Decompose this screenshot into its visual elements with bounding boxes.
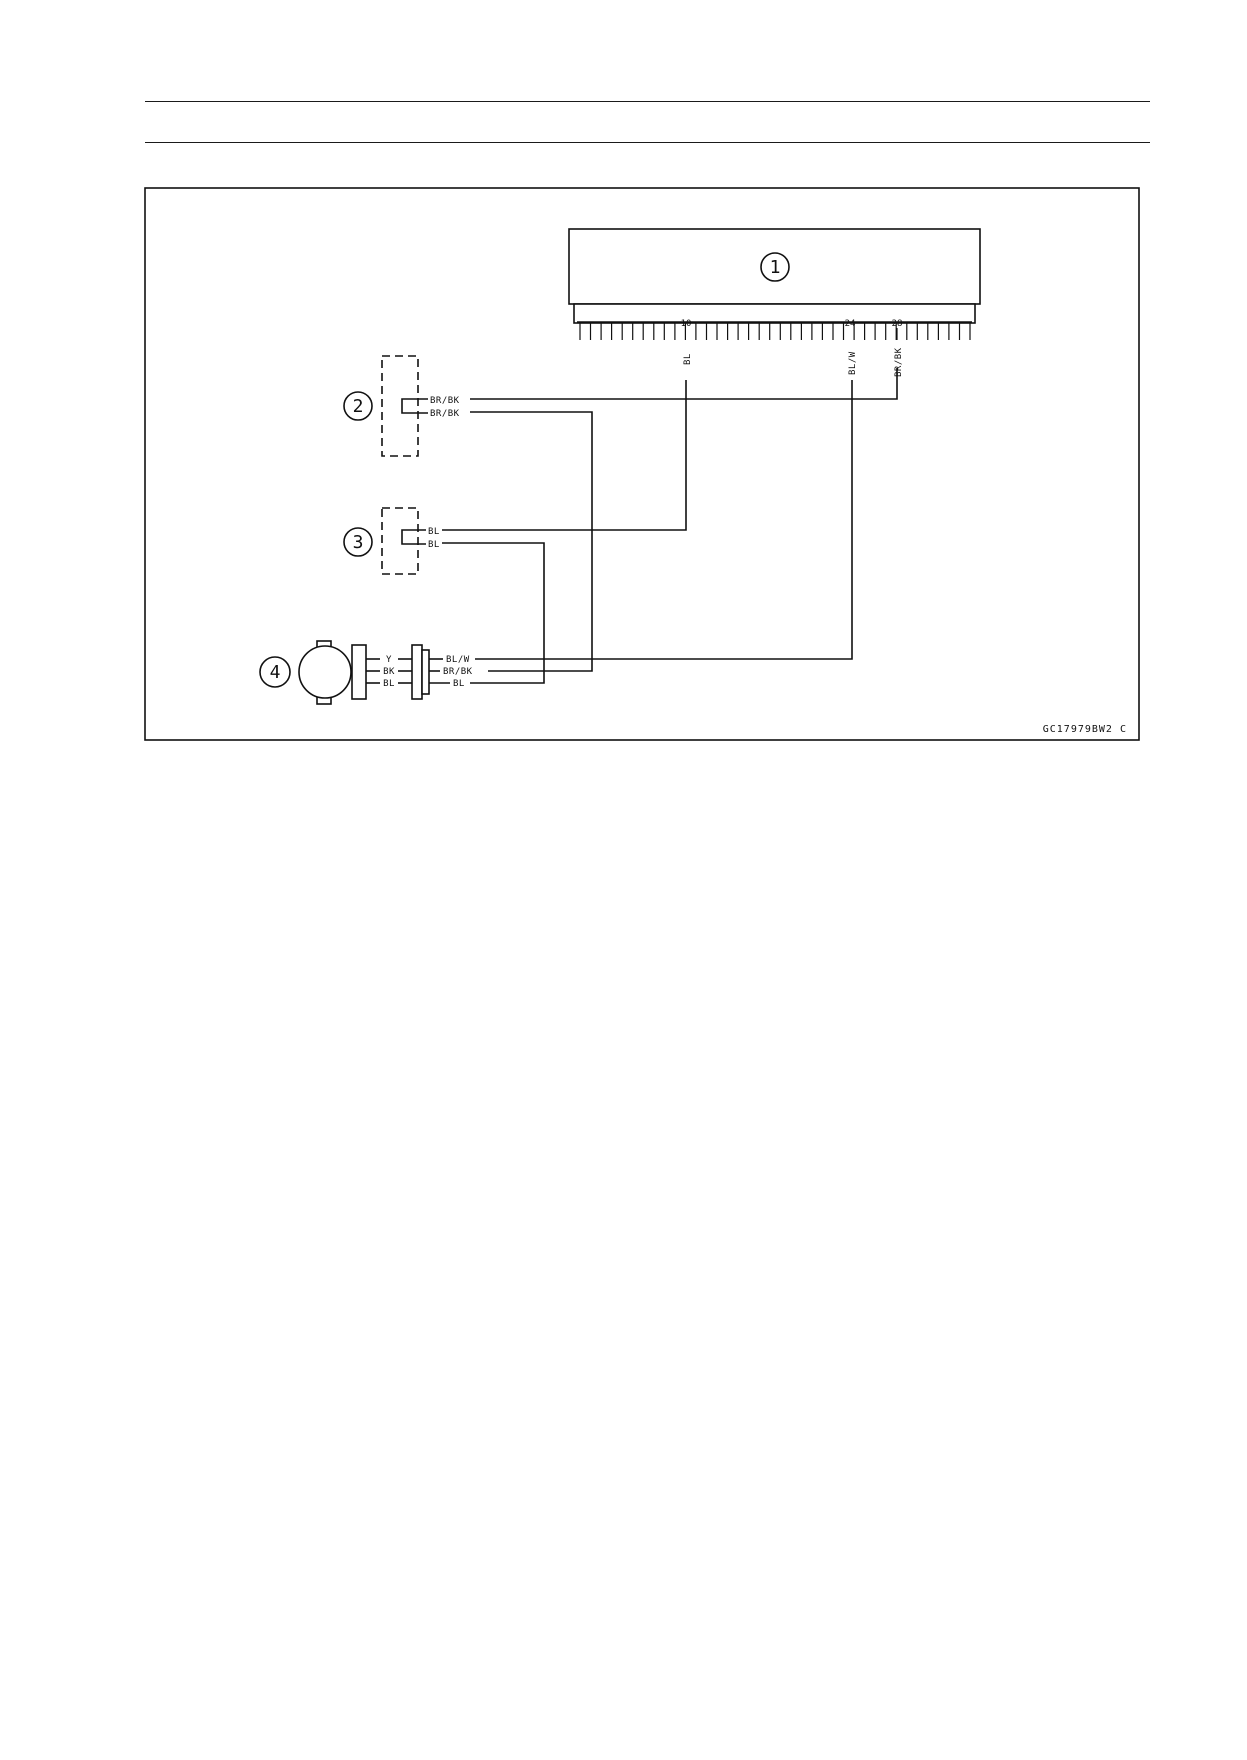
wire-bl-ecu10-to-c3 xyxy=(442,380,687,531)
wire-label-sensor-bl: BL xyxy=(383,679,395,689)
wire-bl-c3-to-sensor xyxy=(442,542,545,684)
header-rule-top xyxy=(145,101,1150,102)
ecu-pin-row xyxy=(579,322,971,340)
wire-label-harness-brbk: BR/BK xyxy=(443,667,473,677)
component-4-sensor: 4 xyxy=(259,640,380,705)
wire-label-ecu-10: BL xyxy=(683,353,693,365)
wire-label-c2-bottom: BR/BK xyxy=(430,409,460,419)
callout-2-number: 2 xyxy=(353,396,364,417)
header-rule-bottom xyxy=(145,142,1150,143)
harness-connector xyxy=(411,644,430,700)
wire-label-c3-bottom: BL xyxy=(428,540,440,550)
component-3: 3 xyxy=(343,507,426,575)
wire-label-harness-blw: BL/W xyxy=(446,655,470,665)
wire-label-ecu-24: BL/W xyxy=(848,351,858,375)
wire-label-c2-top: BR/BK xyxy=(430,396,460,406)
wire-brbk-c2-to-sensor xyxy=(470,411,593,672)
wire-label-sensor-y: Y xyxy=(386,655,392,665)
wire-label-sensor-bk: BK xyxy=(383,667,395,677)
ecu-pin-label-24: 24 xyxy=(845,319,856,329)
wire-label-c3-top: BL xyxy=(428,527,440,537)
callout-1-circle xyxy=(760,252,790,282)
component-2: 2 xyxy=(343,355,428,457)
callout-2-circle xyxy=(343,391,373,421)
wire-label-harness-bl: BL xyxy=(453,679,465,689)
callout-3-number: 3 xyxy=(353,532,364,553)
ecu-pin-label-28: 28 xyxy=(892,319,903,329)
callout-4-circle xyxy=(259,656,291,688)
ecu-unit: 1 10 24 28 xyxy=(568,228,981,340)
callout-1-number: 1 xyxy=(770,257,781,278)
wire-label-ecu-28: BR/BK xyxy=(894,347,904,377)
figure-code: GC17979BW2 C xyxy=(1043,724,1127,735)
diagram-frame xyxy=(144,187,1140,741)
callout-4-number: 4 xyxy=(270,662,281,683)
wire-brbk-ecu28-to-c2 xyxy=(470,368,898,400)
wire-blw-ecu24-to-sensor xyxy=(475,380,853,660)
callout-3-circle xyxy=(343,527,373,557)
ecu-pin-label-10: 10 xyxy=(681,319,692,329)
